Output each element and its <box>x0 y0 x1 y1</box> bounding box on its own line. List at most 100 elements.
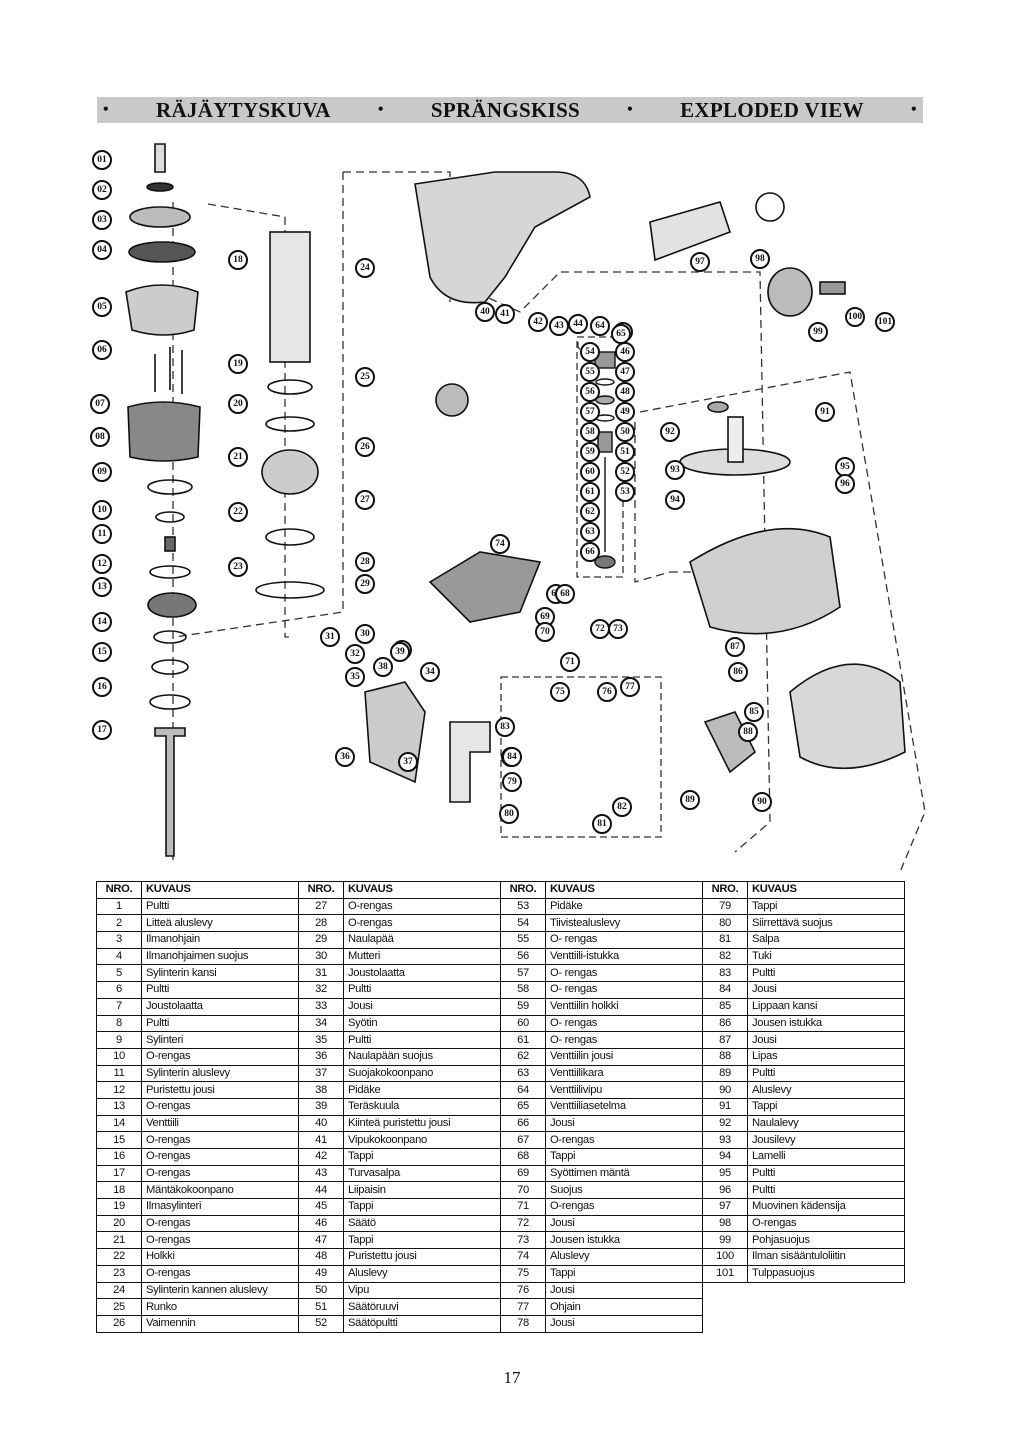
part-description: Lipas <box>747 1047 905 1066</box>
callout-circle <box>92 340 112 360</box>
part-description: Joustolaatta <box>141 997 299 1016</box>
callout-06: 06 <box>92 340 112 360</box>
part-description: Jousi <box>545 1281 703 1300</box>
callout-number: 07 <box>95 399 105 409</box>
part-number: 64 <box>500 1081 546 1099</box>
part-description: Aluslevy <box>545 1248 703 1266</box>
callout-circle <box>608 619 628 639</box>
callout-circle <box>92 642 112 662</box>
header-nro: NRO. <box>298 881 344 899</box>
part-description: O-rengas <box>141 1148 299 1166</box>
part-description: O-rengas <box>545 1131 703 1149</box>
base-cover-part <box>767 267 813 317</box>
callout-circle <box>420 662 440 682</box>
callout-05: 05 <box>92 297 112 317</box>
callout-circle <box>550 682 570 702</box>
part-description: O- rengas <box>545 981 703 999</box>
callout-circle <box>345 667 365 687</box>
part-number: 25 <box>96 1298 142 1316</box>
callout-circle <box>808 322 828 342</box>
callout-number: 70 <box>540 627 550 637</box>
callout-circle <box>665 490 685 510</box>
o-ring-part <box>149 694 191 710</box>
part-number: 74 <box>500 1248 546 1266</box>
callout-number: 59 <box>585 447 595 457</box>
callout-99: 99 <box>808 322 828 342</box>
part-description: Runko <box>141 1298 299 1316</box>
callout-number: 04 <box>97 245 107 255</box>
callout-number: 65 <box>616 329 626 339</box>
callout-92: 92 <box>660 422 680 442</box>
part-description: Syöttimen mäntä <box>545 1164 703 1183</box>
callout-number: 20 <box>233 399 243 409</box>
callout-number: 99 <box>813 327 823 337</box>
callout-63: 63 <box>580 522 600 542</box>
bullet: • <box>627 101 634 118</box>
callout-circle <box>690 252 710 272</box>
callout-circle <box>502 772 522 792</box>
part-number: 91 <box>702 1097 748 1116</box>
callout-circle <box>580 522 600 542</box>
part-number: 55 <box>500 931 546 949</box>
part-number: 10 <box>96 1047 142 1066</box>
callout-number: 44 <box>573 319 583 329</box>
part-description: O-rengas <box>141 1131 299 1149</box>
part-description: Ilman sisääntuloliitin <box>747 1248 905 1266</box>
part-number: 35 <box>298 1031 344 1049</box>
part-description: Pultti <box>747 964 905 983</box>
callout-circle <box>92 677 112 697</box>
callout-number: 72 <box>595 624 605 634</box>
part-number: 5 <box>96 964 142 983</box>
callout-circle <box>499 804 519 824</box>
part-number: 21 <box>96 1231 142 1250</box>
part-number: 13 <box>96 1097 142 1116</box>
callout-37: 37 <box>398 752 418 772</box>
callout-number: 40 <box>480 307 490 317</box>
callout-85: 85 <box>744 702 764 722</box>
callout-68: 68 <box>555 584 575 604</box>
callout-number: 71 <box>565 657 575 667</box>
callout-circle <box>355 552 375 572</box>
magazine-part <box>689 527 841 635</box>
callout-64: 64 <box>590 316 610 336</box>
o-ring-part <box>267 379 313 395</box>
empty-cell <box>703 1315 748 1332</box>
part-number: 62 <box>500 1047 546 1066</box>
header-nro: NRO. <box>500 881 546 899</box>
group-outline <box>639 371 926 873</box>
callout-number: 63 <box>585 527 595 537</box>
part-description: Aluslevy <box>343 1264 501 1283</box>
part-description: Sylinterin aluslevy <box>141 1064 299 1083</box>
part-number: 41 <box>298 1131 344 1149</box>
callout-number: 76 <box>602 687 612 697</box>
callout-number: 51 <box>620 447 630 457</box>
callout-number: 25 <box>360 372 370 382</box>
cylinder-part <box>127 401 201 462</box>
part-description: Venttiili <box>141 1114 299 1133</box>
callout-72: 72 <box>590 619 610 639</box>
part-number: 50 <box>298 1281 344 1300</box>
callout-41: 41 <box>495 304 515 324</box>
header-nro: NRO. <box>702 881 748 899</box>
callout-circle <box>620 677 640 697</box>
part-number: 45 <box>298 1198 344 1216</box>
part-number: 19 <box>96 1198 142 1216</box>
callout-58: 58 <box>580 422 600 442</box>
callout-circle <box>495 304 515 324</box>
part-number: 7 <box>96 997 142 1016</box>
callout-number: 100 <box>848 312 863 322</box>
valve-part <box>147 592 197 618</box>
callout-number: 09 <box>97 467 107 477</box>
bullet: • <box>911 101 917 118</box>
callout-circle <box>728 662 748 682</box>
callout-circle <box>475 302 495 322</box>
callout-number: 66 <box>585 547 595 557</box>
callout-96: 96 <box>835 474 855 494</box>
guard-assembly-part <box>449 721 491 803</box>
callout-circle <box>580 482 600 502</box>
